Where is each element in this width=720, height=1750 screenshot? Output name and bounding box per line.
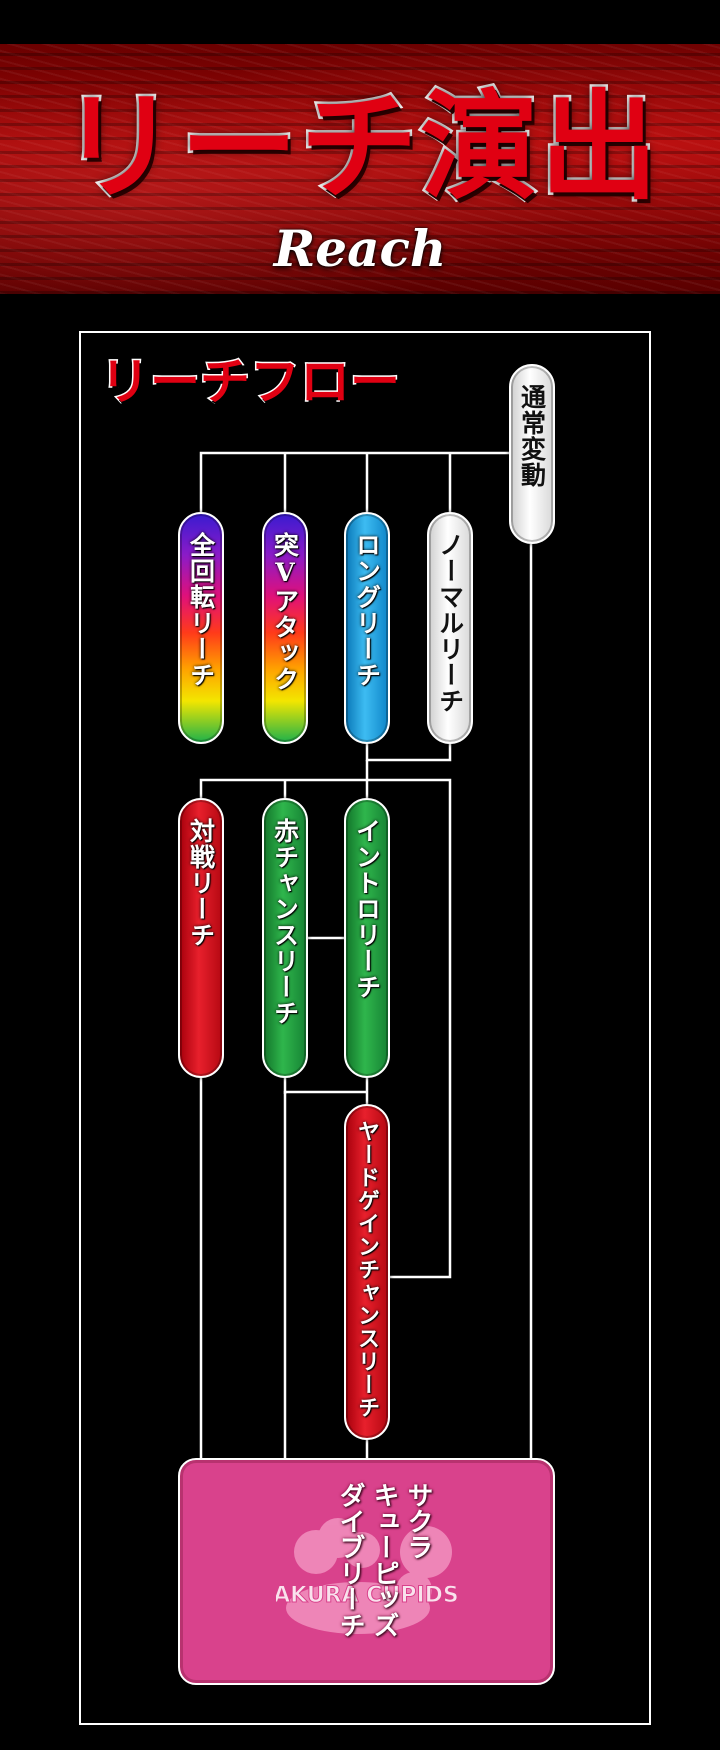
node-label: ヤードゲインチャンスリーチ (354, 1120, 380, 1419)
node-long-reach: ロングリーチ (344, 512, 390, 744)
connector-line (365, 744, 452, 762)
flow-title: リーチフロー (99, 351, 402, 413)
node-intro-reach: イントロリーチ (344, 798, 390, 1078)
node-normal-variation: 通常変動 (509, 364, 555, 544)
sakura-cupids-logo: SAKURA CUPIDS (276, 1518, 459, 1634)
node-label: イントロリーチ (352, 818, 382, 1000)
node-normal-reach: ノーマルリーチ (427, 512, 473, 744)
node-label: 全回転リーチ (186, 532, 216, 688)
connector-line (367, 778, 452, 1279)
node-label: 突Vアタック (270, 532, 300, 692)
page-subtitle: Reach (273, 219, 447, 278)
page-title: リーチ演出 (57, 77, 660, 216)
header-banner: リーチ演出 Reach (0, 44, 720, 294)
node-label: 赤チャンスリーチ (270, 818, 300, 1026)
reach-flow-panel (79, 331, 651, 1725)
node-aka-chance-reach: 赤チャンスリーチ (262, 798, 308, 1078)
node-label: 対戦リーチ (186, 818, 216, 948)
node-label: ロングリーチ (352, 532, 382, 688)
node-taisen-reach: 対戦リーチ (178, 798, 224, 1078)
node-label: ノーマルリーチ (435, 532, 465, 714)
node-zenkaiten-reach: 全回転リーチ (178, 512, 224, 744)
stadium-background (0, 44, 720, 294)
node-label: 通常変動 (517, 384, 547, 488)
node-label: サクラ キューピッズ ダイブリーチ (335, 1482, 433, 1638)
node-sakura-cupids-reach: SAKURA CUPIDS サクラ キューピッズ ダイブリーチ (178, 1458, 555, 1685)
logo-text: SAKURA CUPIDS (276, 1583, 459, 1608)
node-toppu-v-attack: 突Vアタック (262, 512, 308, 744)
node-yardgain-chance-reach: ヤードゲインチャンスリーチ (344, 1104, 390, 1440)
connector-line (199, 451, 509, 512)
connector-line (283, 1090, 367, 1458)
